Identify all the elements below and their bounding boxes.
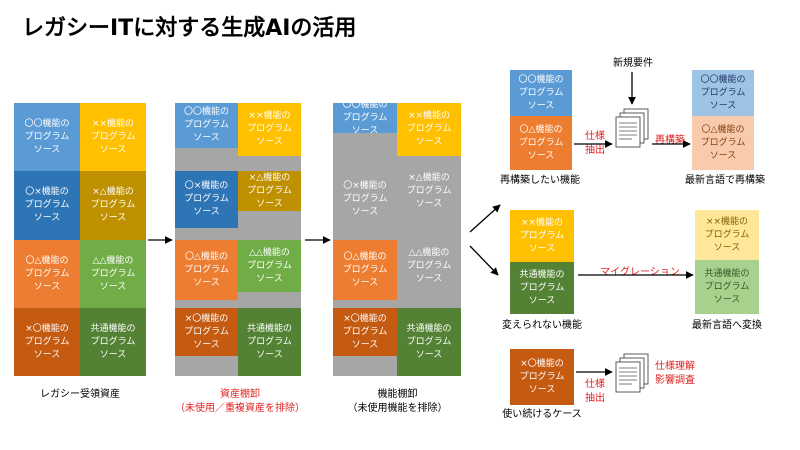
new-requirements-label: 新規要件: [613, 58, 653, 69]
unchanged-result-caption: 最新言語へ変換: [692, 320, 762, 331]
stage2-module-xt: ×△機能の プログラム ソース: [238, 171, 301, 211]
stage3-module-ot: 〇△機能の プログラム ソース: [333, 240, 397, 300]
stage2-module-tt: △△機能の プログラム ソース: [238, 240, 301, 292]
stage2-gap: [238, 156, 301, 171]
rebuild-result-caption: 最新言語で再構築: [685, 175, 765, 186]
rebuild-target-caption: 再構築したい機能: [500, 175, 580, 186]
migrated-module-xx: ××機能の プログラム ソース: [695, 210, 759, 260]
unchanged-target-caption: 変えられない機能: [502, 320, 582, 331]
spec-document-icon-2: [615, 353, 649, 393]
stage1-caption: レガシー受領資産: [40, 389, 120, 400]
stage2-module-ot: 〇△機能の プログラム ソース: [175, 240, 238, 300]
stage1-module-xx: ××機能の プログラム ソース: [80, 103, 146, 171]
migration-source-common: 共通機能の プログラム ソース: [510, 262, 574, 314]
page-title: レガシーITに対する生成AIの活用: [22, 16, 357, 41]
stage3-gap: [333, 228, 397, 240]
stage3-gap: [333, 133, 397, 171]
spec-understanding-label: 仕様理解 影響調査: [655, 361, 695, 386]
stage3-module-tt: △△機能の プログラム ソース: [397, 240, 461, 292]
rebuilt-module-ot: 〇△機能の プログラム ソース: [692, 116, 754, 170]
stage2-gap: [238, 292, 301, 308]
stage3-gap: [333, 356, 397, 376]
stage2-module-xx: ××機能の プログラム ソース: [238, 103, 301, 156]
spec-document-icon: [615, 108, 649, 148]
stage1-module-xt: ×△機能の プログラム ソース: [80, 171, 146, 240]
stage1-module-ox: 〇×機能の プログラム ソース: [14, 171, 80, 240]
stage2-module-common: 共通機能の プログラム ソース: [238, 308, 301, 376]
rebuild-source-ot: 〇△機能の プログラム ソース: [510, 116, 572, 170]
stage2-gap: [175, 148, 238, 171]
rebuild-action-label: 再構築: [655, 135, 685, 146]
stage3-gap: [397, 211, 461, 240]
continue-case-caption: 使い続けるケース: [502, 409, 582, 420]
stage3-module-xt: ×△機能の プログラム ソース: [397, 171, 461, 211]
stage3-gap: [333, 300, 397, 308]
migration-source-xx: ××機能の プログラム ソース: [510, 210, 574, 262]
stage2-module-ox: 〇×機能の プログラム ソース: [175, 171, 238, 228]
spec-extract-label: 仕様 抽出: [585, 131, 605, 156]
stage3-module-ox: 〇×機能の プログラム ソース: [333, 171, 397, 228]
migration-label: マイグレーション: [600, 267, 680, 278]
stage1-module-tt: △△機能の プログラム ソース: [80, 240, 146, 308]
arrow-stage3-to-migration: [469, 245, 499, 276]
rebuilt-module-oo: 〇〇機能の プログラム ソース: [692, 70, 754, 116]
stage1-module-xo: ×〇機能の プログラム ソース: [14, 308, 80, 376]
stage2-gap: [175, 356, 238, 376]
rebuild-source-oo: 〇〇機能の プログラム ソース: [510, 70, 572, 116]
stage3-gap: [397, 156, 461, 171]
stage3-module-xo: ×〇機能の プログラム ソース: [333, 308, 397, 356]
arrow-stage3-to-rebuild: [469, 204, 501, 233]
migrated-module-common: 共通機能の プログラム ソース: [695, 260, 759, 314]
continue-source-xo: ×〇機能の プログラム ソース: [510, 349, 574, 405]
stage3-gap: [397, 292, 461, 308]
stage1-module-oo: 〇〇機能の プログラム ソース: [14, 103, 80, 171]
stage3-caption: 機能棚卸 （未使用機能を排除）: [347, 389, 448, 414]
stage3-module-xx: ××機能の プログラム ソース: [397, 103, 461, 156]
stage1-module-common: 共通機能の プログラム ソース: [80, 308, 146, 376]
stage2-module-oo: 〇〇機能の プログラム ソース: [175, 103, 238, 148]
stage2-gap: [175, 300, 238, 308]
stage2-gap: [175, 228, 238, 240]
stage2-caption: 資産棚卸 （未使用／重複資産を排除）: [175, 389, 305, 414]
stage2-module-xo: ×〇機能の プログラム ソース: [175, 308, 238, 356]
stage2-gap: [238, 211, 301, 240]
stage3-module-oo: 〇〇機能の プログラム ソース: [333, 100, 397, 136]
stage1-module-ot: 〇△機能の プログラム ソース: [14, 240, 80, 308]
stage3-module-common: 共通機能の プログラム ソース: [397, 308, 461, 376]
spec-extract2-label: 仕様 抽出: [585, 379, 605, 404]
